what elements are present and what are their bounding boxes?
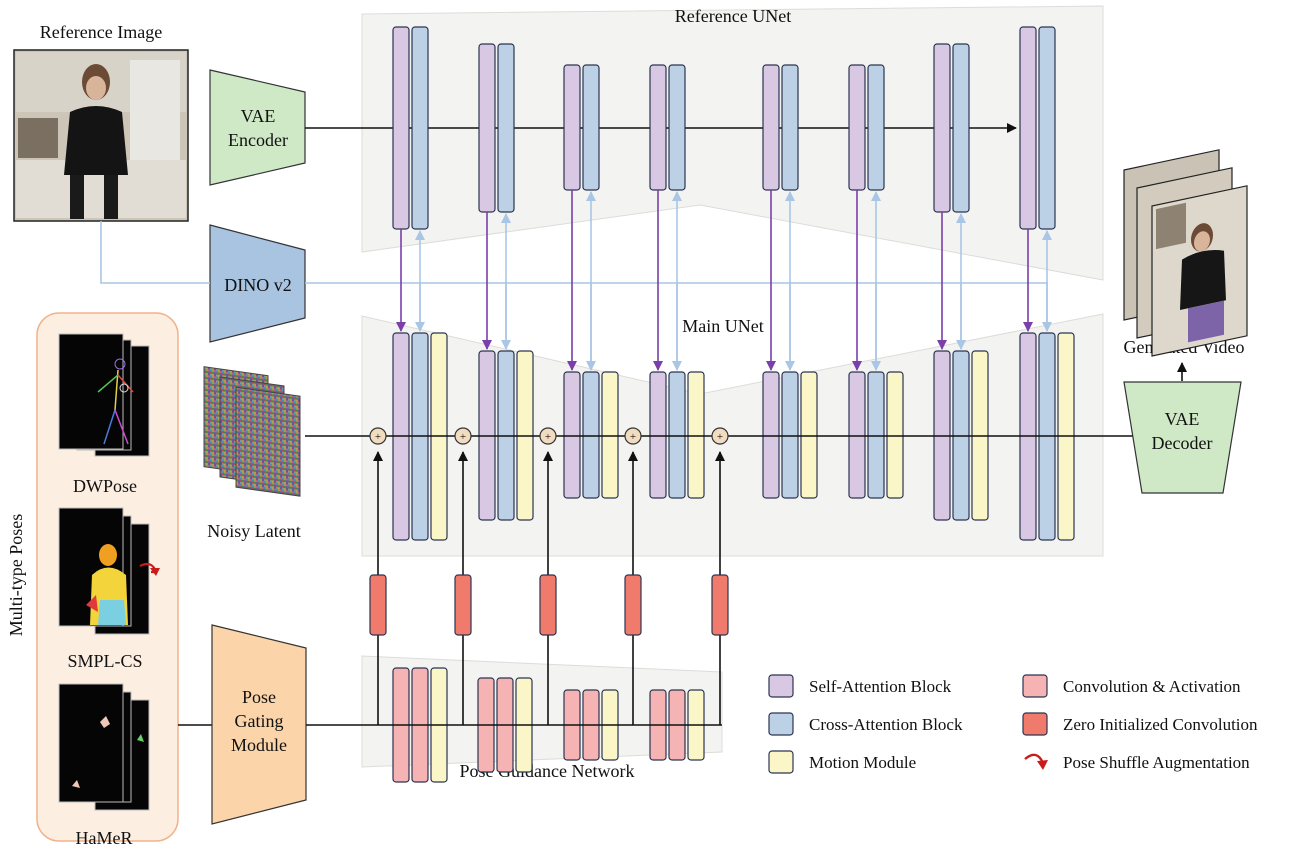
main-cross-attention-block: [781, 371, 799, 499]
ref-self-attention-block: [478, 43, 496, 213]
reference-image: [13, 49, 189, 222]
pose-gating-module: [211, 624, 307, 825]
pose-gating-label-1: Pose: [242, 687, 276, 707]
ref-image-to-dino-line: [100, 221, 210, 284]
ref-self-attention-block: [563, 64, 581, 191]
pose-gating-label-3: Module: [231, 735, 287, 755]
main-self-attention-block: [563, 371, 581, 499]
dino-label: DINO v2: [224, 275, 292, 295]
dwpose-label: DWPose: [73, 476, 137, 496]
sum-node: [624, 427, 642, 445]
sum-node: [369, 427, 387, 445]
zero-initialized-convolution: [454, 574, 472, 636]
legend-label-self-attn: Self-Attention Block: [809, 677, 952, 696]
ref-cross-attention-block: [867, 64, 885, 191]
smpl-cs-stack: [58, 507, 150, 635]
ref-self-attention-block: [1019, 26, 1037, 230]
reference-unet-title: Reference UNet: [675, 6, 791, 26]
sum-node-symbol: +: [460, 431, 466, 443]
sum-node-symbol: +: [375, 431, 381, 443]
legend-label-shuffle: Pose Shuffle Augmentation: [1063, 753, 1250, 772]
ref-cross-attention-block: [497, 43, 515, 213]
pose-guidance-panel: [361, 655, 723, 768]
sum-node-symbol: +: [717, 431, 723, 443]
motion-module-block: [886, 371, 904, 499]
legend-swatch-self-attn: [768, 674, 794, 698]
hamer-label: HaMeR: [76, 828, 133, 848]
main-unet-panel: [361, 313, 1104, 557]
motion-module-block: [800, 371, 818, 499]
ref-cross-attention-block: [781, 64, 799, 191]
legend-label-zero-conv: Zero Initialized Convolution: [1063, 715, 1258, 734]
vae-decoder: [1123, 381, 1242, 494]
noisy-latent: [203, 366, 301, 497]
vae-encoder-label-2: Encoder: [228, 130, 288, 150]
zero-initialized-convolution: [539, 574, 557, 636]
legend-label-conv-act: Convolution & Activation: [1063, 677, 1241, 696]
sum-node-symbol: +: [630, 431, 636, 443]
attention-arrows: [396, 190, 1052, 371]
dino-encoder: [209, 224, 306, 343]
zero-initialized-convolution: [624, 574, 642, 636]
ref-cross-attention-block: [668, 64, 686, 191]
ref-self-attention-block: [848, 64, 866, 191]
ref-self-attention-block: [933, 43, 951, 213]
main-self-attention-block: [848, 371, 866, 499]
ref-cross-attention-block: [952, 43, 970, 213]
main-self-attention-block: [762, 371, 780, 499]
noisy-latent-label: Noisy Latent: [207, 521, 300, 541]
ref-self-attention-block: [762, 64, 780, 191]
main-unet-title: Main UNet: [682, 316, 763, 336]
legend-swatch-zero-conv: [1022, 712, 1048, 736]
sum-node-symbol: +: [545, 431, 551, 443]
motion-module-block: [687, 371, 705, 499]
pose-gating-label-2: Gating: [235, 711, 284, 731]
ref-cross-attention-block: [411, 26, 429, 230]
pose-shuffle-icon: [139, 562, 160, 576]
main-cross-attention-block: [582, 371, 600, 499]
legend-label-cross-attn: Cross-Attention Block: [809, 715, 963, 734]
multi-type-poses-label: Multi-type Poses: [6, 514, 26, 637]
sum-node: [539, 427, 557, 445]
legend-swatch-conv-act: [1022, 674, 1048, 698]
generated-video: [1123, 149, 1248, 357]
vae-encoder-label-1: VAE: [241, 106, 276, 126]
main-self-attention-block: [649, 371, 667, 499]
zero-initialized-convolution: [711, 574, 729, 636]
sum-node: [454, 427, 472, 445]
ref-cross-attention-block: [582, 64, 600, 191]
ref-self-attention-block: [392, 26, 410, 230]
hamer-stack: [58, 683, 150, 811]
reference-image-label: Reference Image: [40, 22, 162, 42]
legend-swatch-motion: [768, 750, 794, 774]
main-cross-attention-block: [867, 371, 885, 499]
legend-swatch-cross-attn: [768, 712, 794, 736]
zero-initialized-convolution: [369, 574, 387, 636]
vae-encoder: [209, 69, 306, 186]
main-cross-attention-block: [668, 371, 686, 499]
pose-shuffle-arrow-head: [1037, 760, 1048, 770]
vae-decoder-label-2: Decoder: [1152, 433, 1213, 453]
pose-shuffle-legend-icon: [1024, 753, 1048, 770]
dwpose-skeleton-icon: [97, 358, 134, 445]
ref-cross-attention-block: [1038, 26, 1056, 230]
smpl-cs-label: SMPL-CS: [67, 651, 142, 671]
ref-self-attention-block: [649, 64, 667, 191]
motion-module-block: [601, 371, 619, 499]
vae-decoder-label-1: VAE: [1165, 409, 1200, 429]
sum-node: [711, 427, 729, 445]
legend-label-motion: Motion Module: [809, 753, 916, 772]
reference-unet-panel-shape: [361, 5, 1104, 281]
dwpose-stack: [58, 333, 150, 457]
